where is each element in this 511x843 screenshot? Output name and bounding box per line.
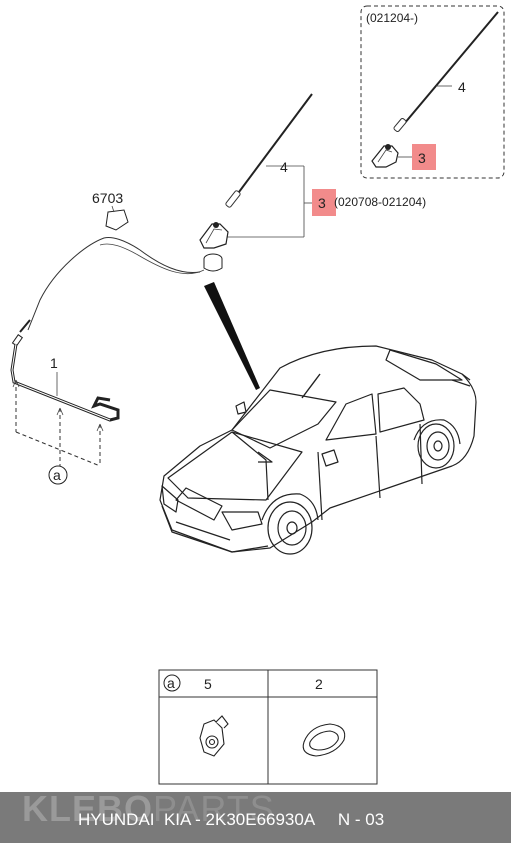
main-period-label: (020708-021204) xyxy=(334,195,426,209)
inset-antenna-base xyxy=(371,144,399,168)
main-base-callout: 3 xyxy=(318,195,326,211)
main-rod-callout: 4 xyxy=(280,159,288,175)
table-ref-marker: a xyxy=(167,675,175,691)
clip-part-drawing xyxy=(199,715,229,757)
install-pointer xyxy=(204,282,260,390)
table-header-part-2: 2 xyxy=(315,676,323,692)
clip-part-label: 1 xyxy=(50,355,58,371)
inset-period-label: (021204-) xyxy=(366,11,418,25)
main-antenna-rod xyxy=(235,93,313,197)
inset-box: (021204-) 4 3 xyxy=(360,5,505,179)
table-header-part-5: 5 xyxy=(204,676,212,692)
antenna-cable: 6703 xyxy=(11,190,205,347)
footer-bar xyxy=(0,792,511,843)
parts-table: a 5 2 xyxy=(158,669,378,785)
car-illustration xyxy=(159,345,477,555)
cable-part-label: 6703 xyxy=(92,190,123,206)
grommet xyxy=(203,253,223,272)
grommet-part-drawing xyxy=(302,723,346,757)
footer-text: HYUNDAI KIA - 2K30E66930A N - 03 xyxy=(78,810,385,829)
ref-a-marker: a xyxy=(53,467,61,483)
watermark-logo: KLEBOPARTS xyxy=(22,788,275,829)
inset-antenna-rod xyxy=(403,11,499,125)
inset-rod-callout: 4 xyxy=(458,79,466,95)
glass-antenna-strip: 1 a xyxy=(10,343,120,485)
main-antenna: 4 3 (020708-021204) xyxy=(199,93,426,272)
inset-base-callout: 3 xyxy=(418,150,426,166)
main-antenna-base xyxy=(199,222,229,249)
